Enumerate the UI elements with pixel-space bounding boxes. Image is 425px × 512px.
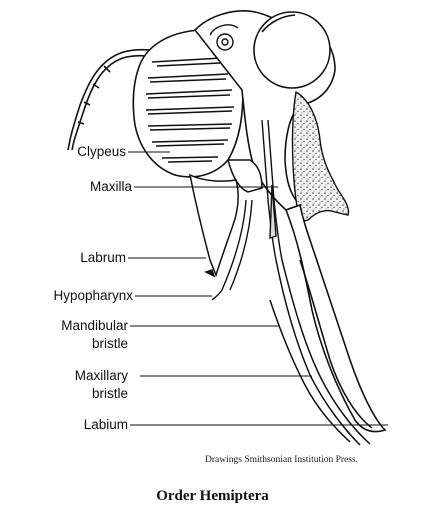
maxilla-label: Maxilla	[28, 178, 132, 195]
mandibular-bristle-label-line2: bristle	[10, 335, 128, 352]
figure-caption: Order Hemiptera	[0, 488, 425, 505]
maxillary-bristle-label-line1: Maxillary	[10, 367, 128, 384]
maxillary-bristle-label-line2: bristle	[10, 385, 128, 402]
labrum-label: Labrum	[22, 249, 126, 266]
labium-label: Labium	[10, 416, 128, 433]
mandibular-bristle-label-line1: Mandibular	[10, 317, 128, 334]
compound-eye	[254, 12, 330, 88]
labrum-plate	[190, 175, 238, 276]
stippled-region	[292, 92, 348, 222]
hypopharynx-label: Hypopharynx	[0, 287, 133, 304]
image-credit: Drawings Smithsonian Institution Press.	[205, 455, 358, 465]
labium	[286, 205, 385, 432]
clypeus-label: Clypeus	[22, 143, 126, 160]
